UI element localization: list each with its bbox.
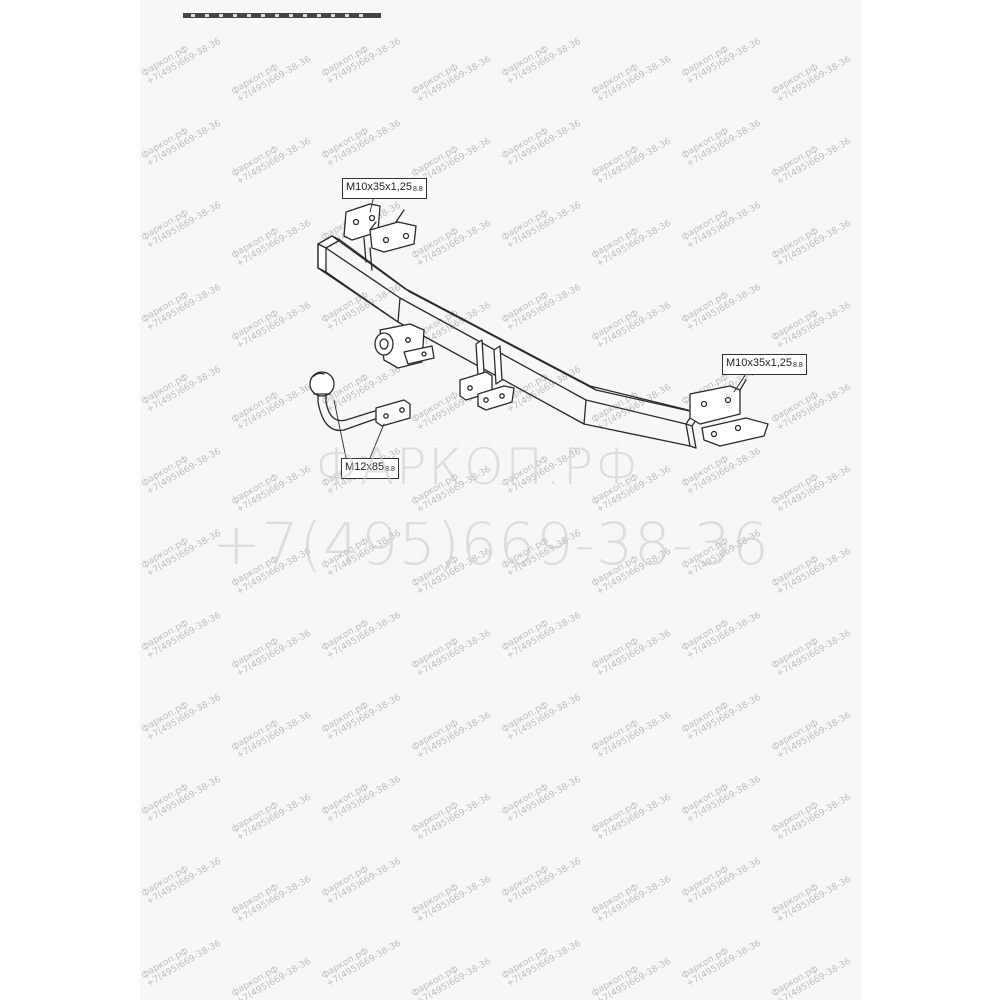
center-hangers [459,339,515,411]
right-mount-bracket [689,379,769,447]
bolt-label-left: M10x35x1,258.8 [342,178,427,199]
scan-edge-marks [183,13,381,18]
left-mount-bracket [343,203,417,271]
crossbar-beam [317,235,701,449]
paper-sheet [140,0,862,1000]
watermark-brand: ФАРКОП.РФ [315,438,641,496]
socket-bracket [374,323,435,369]
bolt-label-right: M10x35x1,258.8 [722,354,807,375]
watermark-phone: +7(495)669-38-36 [212,510,770,578]
tow-ball-neck [309,371,411,432]
bolt-label-ball: M12x858.8 [341,458,399,479]
